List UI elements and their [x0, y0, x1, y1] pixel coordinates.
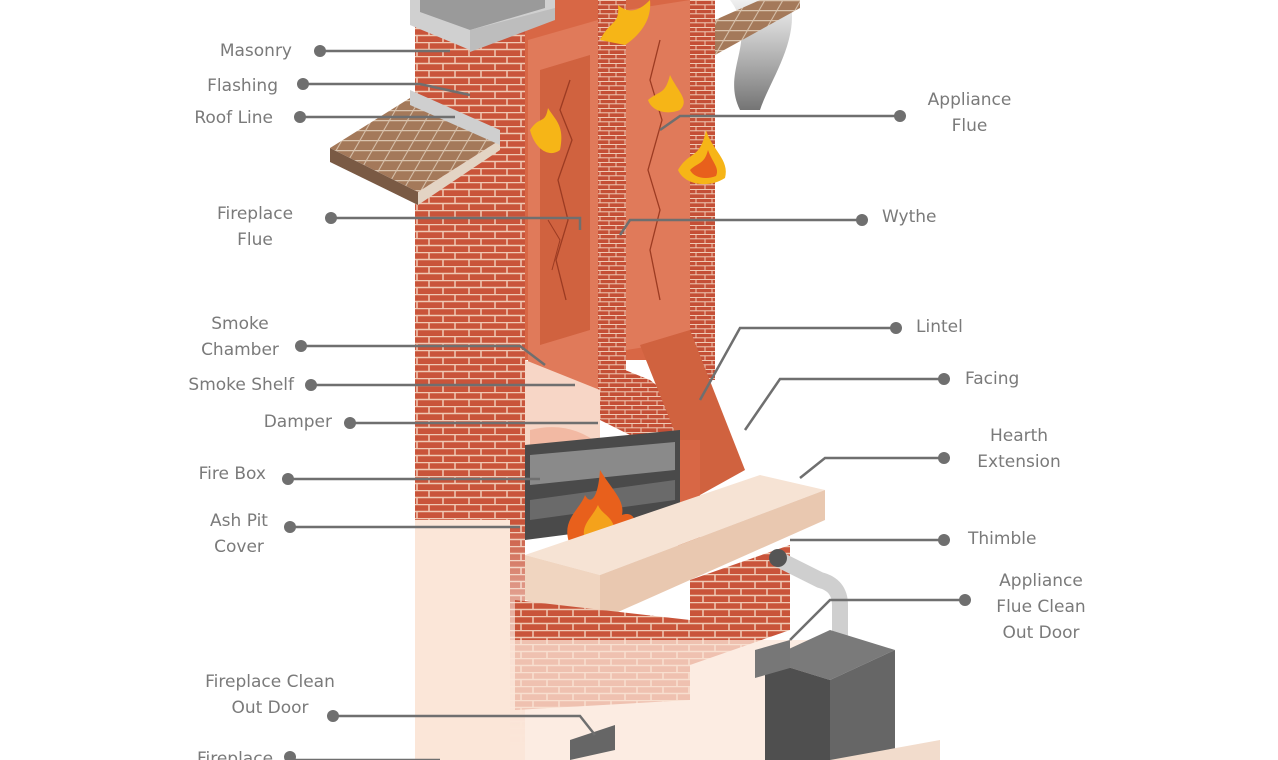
label-smoke-chamber-line1: Smoke	[211, 314, 269, 334]
label-damper: Damper	[263, 412, 332, 432]
label-fireplace-clean-out-door-line1: Fireplace Clean	[205, 672, 335, 692]
label-fireplace-clean-out-door: Fireplace Clean Out Door	[185, 669, 355, 721]
label-ash-pit-cover-line1: Ash Pit	[210, 511, 268, 531]
label-fire-box: Fire Box	[198, 464, 266, 484]
label-smoke-chamber: Smoke Chamber	[185, 311, 295, 363]
label-fireplace-clean-out-door-line2: Out Door	[231, 698, 309, 718]
label-appliance-flue-clean-out-door: Appliance Flue Clean Out Door	[981, 568, 1101, 646]
label-masonry: Masonry	[219, 41, 292, 61]
label-lintel: Lintel	[916, 317, 963, 337]
label-flashing: Flashing	[207, 76, 278, 96]
label-thimble: Thimble	[968, 529, 1037, 549]
label-afcod-line3: Out Door	[1002, 623, 1080, 643]
label-facing: Facing	[965, 369, 1020, 389]
label-hearth-extension: Hearth Extension	[964, 423, 1074, 475]
label-appliance-flue-line1: Appliance	[927, 90, 1012, 110]
label-fireplace-flue: Fireplace Flue	[200, 201, 310, 253]
label-fireplace-partial: Fireplace	[196, 749, 274, 760]
label-wythe: Wythe	[882, 207, 937, 227]
label-smoke-shelf: Smoke Shelf	[188, 375, 294, 395]
label-ash-pit-cover-line2: Cover	[214, 537, 264, 557]
label-fireplace-flue-line2: Flue	[237, 230, 273, 250]
label-hearth-extension-line2: Extension	[977, 452, 1061, 472]
label-afcod-line1: Appliance	[999, 571, 1083, 591]
label-ash-pit-cover: Ash Pit Cover	[184, 508, 294, 560]
label-fireplace-flue-line1: Fireplace	[216, 204, 294, 224]
label-roof-line: Roof Line	[194, 108, 273, 128]
label-smoke-chamber-line2: Chamber	[201, 340, 279, 360]
label-appliance-flue-line2: Flue	[951, 116, 988, 136]
label-afcod-line2: Flue Clean	[996, 597, 1086, 617]
label-hearth-extension-line1: Hearth	[989, 426, 1049, 446]
label-appliance-flue: Appliance Flue	[912, 87, 1027, 139]
